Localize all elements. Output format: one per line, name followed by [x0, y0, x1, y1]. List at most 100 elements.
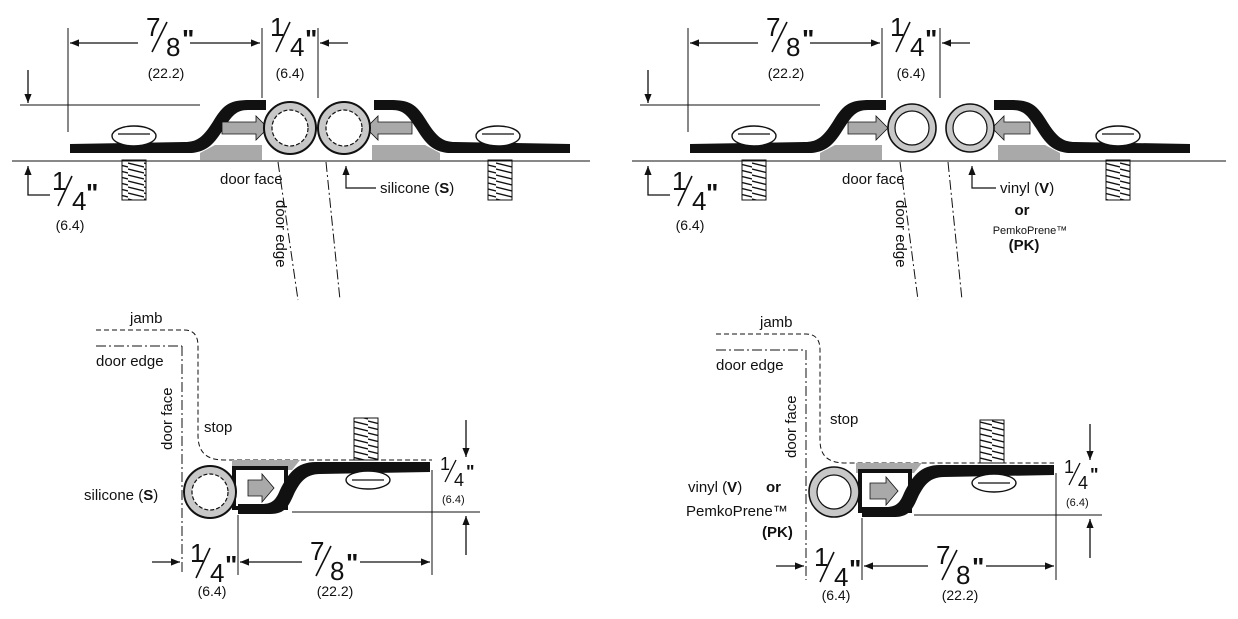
door-face-label: door face — [220, 171, 283, 188]
panel-bottom-left: jamb door edge door face stop silicone (… — [84, 310, 480, 599]
svg-text:7: 7 — [310, 536, 324, 566]
svg-text:": " — [972, 552, 984, 582]
door-edge-label: door edge — [892, 200, 909, 268]
height-mm: (6.4) — [56, 217, 85, 233]
svg-text:8: 8 — [166, 32, 180, 62]
svg-text:": " — [1090, 465, 1099, 485]
weatherstrip-right — [317, 100, 570, 201]
alt-material-label: PemkoPrene™ — [993, 225, 1068, 237]
panel-top-right: 7 8 " (22.2) 1 4 " (6.4) 1 4 " (6.4) — [632, 12, 1226, 301]
svg-text:4: 4 — [692, 186, 706, 216]
door-edge-line — [947, 161, 963, 301]
height-fraction: 1 4 " — [440, 454, 475, 490]
svg-text:1: 1 — [890, 12, 904, 42]
width-mm: (22.2) — [942, 587, 979, 603]
svg-text:4: 4 — [454, 470, 464, 490]
height-mm: (6.4) — [676, 217, 705, 233]
height-arrow — [24, 166, 50, 196]
svg-text:7: 7 — [936, 540, 950, 570]
height-fraction: 1 4 " — [52, 166, 98, 216]
alt-code-label: (PK) — [1009, 237, 1040, 254]
gap-fraction: 1 4 " — [814, 542, 861, 592]
svg-text:": " — [86, 178, 98, 208]
jamb-outline — [96, 329, 432, 461]
door-face-label: door face — [159, 387, 176, 450]
gap-mm: (6.4) — [897, 65, 926, 81]
or-label: or — [766, 479, 781, 496]
door-edge-line — [277, 161, 299, 301]
height-mm: (6.4) — [442, 494, 465, 506]
svg-text:vinyl (V): vinyl (V) — [688, 479, 742, 496]
alt-code-label: (PK) — [762, 524, 793, 541]
svg-text:8: 8 — [330, 556, 344, 586]
width-fraction: 7 8 " — [146, 12, 194, 62]
material-label: silicone (S) — [380, 180, 454, 197]
svg-text:1: 1 — [814, 542, 828, 572]
svg-text:": " — [802, 24, 814, 54]
door-face-label: door face — [842, 171, 905, 188]
svg-text:": " — [346, 548, 358, 578]
weatherstrip — [183, 417, 430, 519]
height-mm: (6.4) — [1066, 497, 1089, 509]
width-fraction: 7 8 " — [766, 12, 814, 62]
material-label: vinyl (V) — [1000, 180, 1054, 197]
weatherstrip-left — [70, 100, 317, 201]
height-fraction: 1 4 " — [1064, 457, 1099, 493]
svg-text:": " — [849, 554, 861, 584]
height-arrow — [644, 166, 670, 196]
svg-text:4: 4 — [834, 562, 848, 592]
svg-text:4: 4 — [72, 186, 86, 216]
svg-text:vinyl (V): vinyl (V) — [1000, 180, 1054, 197]
svg-text:silicone (S): silicone (S) — [380, 180, 454, 197]
svg-text:4: 4 — [290, 32, 304, 62]
jamb-label: jamb — [759, 314, 793, 331]
svg-text:": " — [925, 24, 937, 54]
stop-label: stop — [830, 411, 858, 428]
svg-text:silicone (S): silicone (S) — [84, 487, 158, 504]
jamb-label: jamb — [129, 310, 163, 327]
svg-text:7: 7 — [766, 12, 780, 42]
width-mm: (22.2) — [768, 65, 805, 81]
door-edge-line — [325, 161, 341, 301]
svg-text:7: 7 — [146, 12, 160, 42]
svg-text:8: 8 — [956, 560, 970, 590]
stop-label: stop — [204, 419, 232, 436]
svg-text:4: 4 — [1078, 473, 1088, 493]
weatherstrip-right — [945, 100, 1190, 201]
alt-material-label: PemkoPrene™ — [686, 503, 788, 520]
panel-bottom-right: jamb door edge door face stop vinyl (V) … — [686, 314, 1102, 603]
callout-arrow — [968, 166, 996, 189]
svg-text:": " — [706, 178, 718, 208]
height-fraction: 1 4 " — [672, 166, 718, 216]
material-label: silicone (S) — [84, 487, 158, 504]
svg-text:1: 1 — [52, 166, 66, 196]
svg-text:1: 1 — [440, 454, 450, 474]
width-mm: (22.2) — [148, 65, 185, 81]
material-label: vinyl (V) — [688, 479, 742, 496]
svg-text:1: 1 — [1064, 457, 1074, 477]
svg-text:1: 1 — [190, 538, 204, 568]
svg-text:": " — [305, 24, 317, 54]
gap-mm: (6.4) — [276, 65, 305, 81]
gap-mm: (6.4) — [822, 587, 851, 603]
svg-text:8: 8 — [786, 32, 800, 62]
svg-text:1: 1 — [270, 12, 284, 42]
door-edge-label: door edge — [272, 200, 289, 268]
width-fraction: 7 8 " — [310, 536, 358, 586]
gap-fraction: 1 4 " — [890, 12, 937, 62]
svg-text:": " — [466, 462, 475, 482]
or-label: or — [1015, 202, 1030, 219]
width-fraction: 7 8 " — [936, 540, 984, 590]
svg-text:1: 1 — [672, 166, 686, 196]
svg-text:": " — [225, 550, 237, 580]
weatherstrip-left — [690, 100, 937, 201]
width-mm: (22.2) — [317, 583, 354, 599]
gap-mm: (6.4) — [198, 583, 227, 599]
door-edge-label: door edge — [96, 353, 164, 370]
svg-text:4: 4 — [910, 32, 924, 62]
door-face-label: door face — [783, 395, 800, 458]
door-edge-label: door edge — [716, 357, 784, 374]
door-edge-line — [899, 161, 919, 301]
svg-text:": " — [182, 24, 194, 54]
